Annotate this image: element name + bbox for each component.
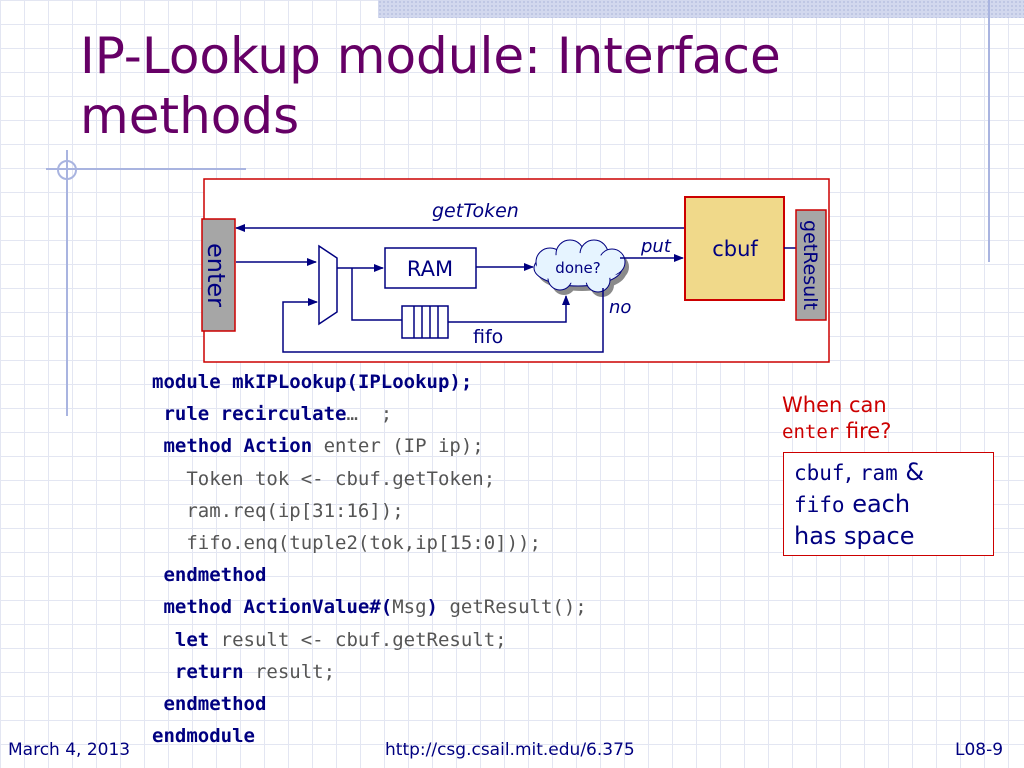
code-line-11: endmethod [152,693,267,716]
title-underline-decoration [46,168,246,170]
right-decoration-line [988,0,990,262]
code-line-4: Token tok <- cbuf.getToken; [152,467,496,490]
no-label: no [609,297,631,318]
enter-port[interactable] [201,218,236,332]
code-line-12: endmodule [152,725,255,748]
code-line-7: endmethod [152,564,267,587]
question-text: When can enter fire? [782,393,892,443]
code-line-3: method Action enter (IP ip); [152,435,484,458]
fifo-to-done-arrow [448,295,570,323]
get-token-label: getToken [432,200,519,222]
ram-box [384,247,477,289]
answer-box: cbuf, ram & fifo each has space [783,452,994,556]
put-label: put [640,236,672,257]
code-line-6: fifo.enq(tuple2(tok,ip[15:0])); [152,532,541,555]
mux-to-fifo-arrow [351,268,415,324]
code-line-1: module mkIPLookup(IPLookup); [152,371,473,393]
code-line-10: return result; [152,660,336,683]
get-result-port[interactable] [795,209,827,321]
ram-label: RAM [407,257,453,281]
recirculate-arrow [282,288,604,353]
code-line-8: method ActionValue#(Msg) getResult(); [152,596,587,619]
done-cloud [533,239,629,297]
get-result-port-label: getResult [799,220,821,310]
title-line-1: IP-Lookup module: Interface [80,27,781,85]
enter-port-label: enter [202,243,230,307]
code-block: module mkIPLookup(IPLookup); rule recirc… [152,366,587,752]
fifo-label: fifo [473,326,503,348]
done-label: done? [555,259,600,277]
top-decoration-band [378,0,1024,18]
mux-shape [318,244,338,326]
slide-number: L08-9 [955,740,1004,760]
title-line-2: methods [80,87,300,145]
fifo-shape [401,305,449,339]
footer-date: March 4, 2013 [8,740,131,760]
slide-title: IP-Lookup module: Interface methods [80,26,960,146]
code-line-5: ram.req(ip[31:16]); [152,499,404,522]
code-line-2: rule recirculate… ; [152,403,393,426]
cbuf-box [684,196,785,301]
code-line-9: let result <- cbuf.getResult; [152,628,507,651]
left-decoration-line [66,150,68,416]
cbuf-label: cbuf [712,237,758,261]
decoration-circle-icon [57,160,77,180]
footer-url[interactable]: http://csg.csail.mit.edu/6.375 [385,740,635,760]
